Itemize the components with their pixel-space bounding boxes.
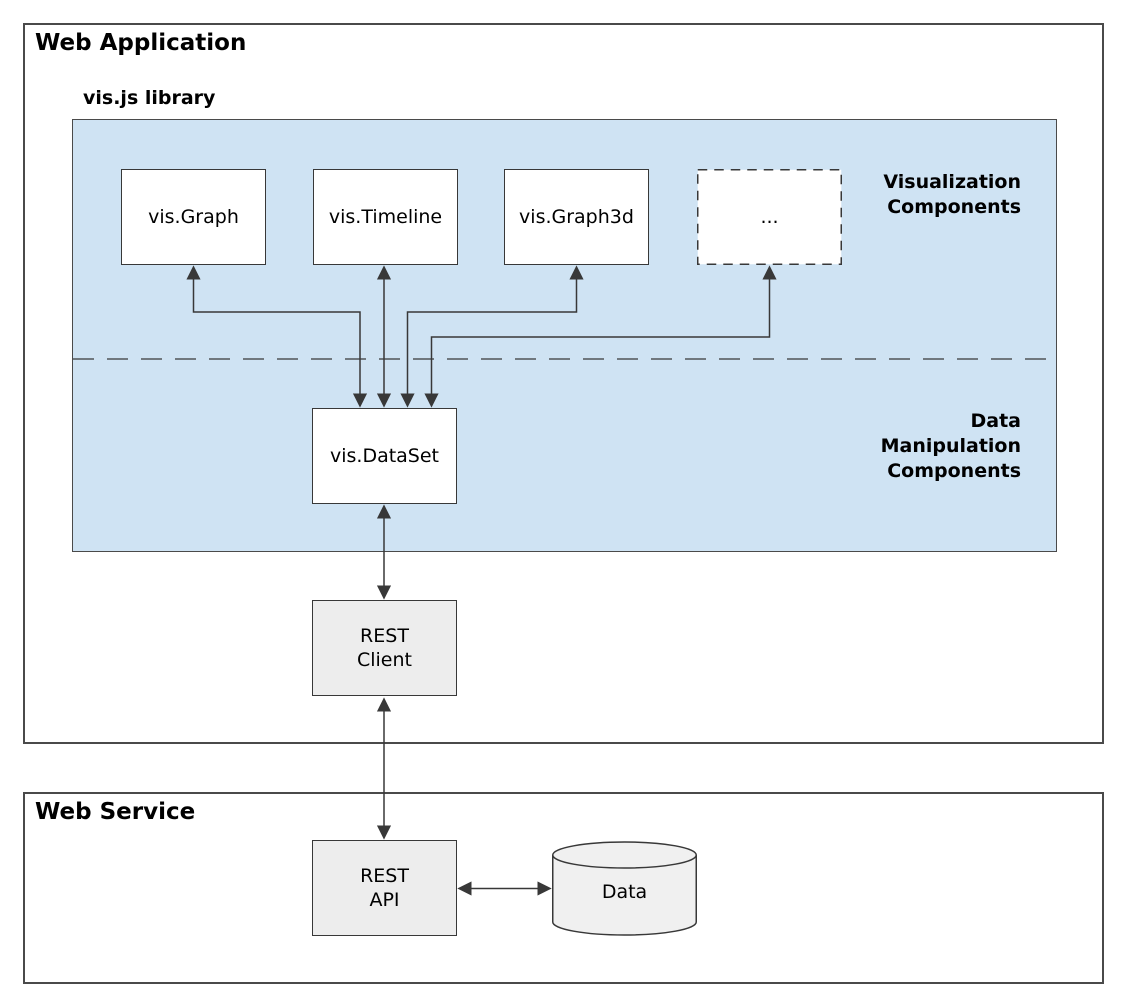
node-vis-dataset: vis.DataSet	[312, 408, 457, 504]
node-vis-timeline: vis.Timeline	[313, 169, 458, 265]
node-rest-api: REST API	[312, 840, 457, 936]
node-more-components: ...	[760, 206, 779, 228]
visjs-library-label: vis.js library	[83, 87, 216, 109]
web-service-title: Web Service	[35, 799, 196, 825]
web-application-title: Web Application	[35, 30, 247, 56]
data-manipulation-components-label: Data Manipulation Components	[880, 410, 1021, 482]
node-data-store: Data	[601, 881, 648, 903]
node-vis-graph: vis.Graph	[121, 169, 266, 265]
visualization-components-label: Visualization Components	[883, 171, 1021, 218]
node-rest-client: REST Client	[312, 600, 457, 696]
node-vis-graph3d: vis.Graph3d	[504, 169, 649, 265]
